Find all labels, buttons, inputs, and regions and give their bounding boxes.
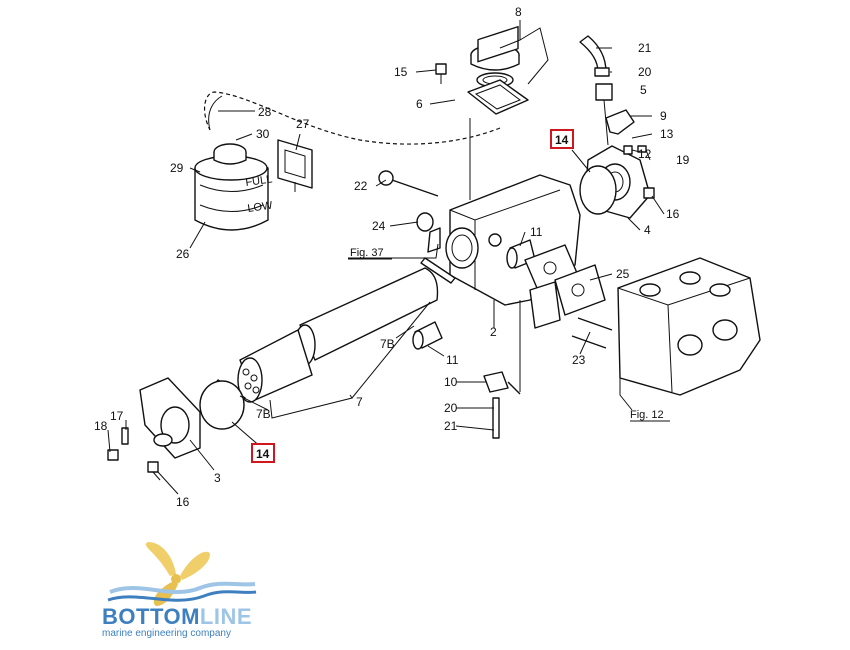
nut-18 bbox=[107, 449, 119, 461]
label-17: 17 bbox=[110, 409, 124, 423]
label-7b-lower: 7B bbox=[256, 407, 271, 421]
stud-bolt-22 bbox=[378, 170, 439, 197]
label-28: 28 bbox=[258, 105, 272, 119]
tank-low-mark: LOW bbox=[247, 200, 274, 215]
bolt-12 bbox=[623, 145, 633, 155]
hose-21-upper bbox=[579, 35, 607, 73]
label-25: 25 bbox=[616, 267, 630, 281]
label-16-left: 16 bbox=[176, 495, 190, 509]
label-26: 26 bbox=[176, 247, 190, 261]
highlight-box-14-right bbox=[550, 129, 574, 149]
label-21-upper: 21 bbox=[638, 41, 652, 55]
highlight-box-14-left bbox=[251, 443, 275, 463]
gasket-14-left bbox=[199, 380, 245, 430]
recovery-tank: FULL LOW bbox=[194, 143, 274, 231]
end-cover bbox=[139, 377, 201, 459]
label-10: 10 bbox=[444, 375, 458, 389]
ref-fig-12: Fig. 12 bbox=[630, 409, 664, 421]
tank-full-mark: FULL bbox=[245, 173, 273, 189]
cylinder-head bbox=[617, 257, 761, 396]
filler-neck-gasket bbox=[467, 79, 529, 115]
overflow-hose bbox=[203, 91, 501, 145]
label-11-upper: 11 bbox=[530, 225, 543, 239]
stud-23-b bbox=[571, 335, 607, 349]
elbow-5 bbox=[595, 83, 613, 101]
bolt-19 bbox=[637, 145, 647, 153]
drain-pipe bbox=[492, 397, 500, 439]
label-13: 13 bbox=[660, 127, 674, 141]
label-11-lower: 11 bbox=[446, 353, 459, 367]
o-ring-7b-upper bbox=[420, 257, 456, 284]
label-14-right: 14 bbox=[555, 133, 569, 147]
wave-icon bbox=[107, 581, 257, 602]
label-3: 3 bbox=[214, 471, 221, 485]
label-8: 8 bbox=[515, 5, 522, 19]
pipe-joint-11-lower bbox=[412, 321, 443, 350]
bolt-17 bbox=[121, 427, 129, 445]
bolt-16-left bbox=[147, 461, 161, 481]
label-5: 5 bbox=[640, 83, 647, 97]
leader-lines bbox=[107, 20, 665, 495]
label-14-left: 14 bbox=[256, 447, 270, 461]
label-18: 18 bbox=[94, 419, 108, 433]
clamp-20-upper bbox=[594, 67, 610, 77]
label-27: 27 bbox=[296, 117, 310, 131]
drain-plug-15 bbox=[435, 63, 447, 84]
label-30: 30 bbox=[256, 127, 270, 141]
elbow-9 bbox=[605, 109, 635, 135]
gasket-14-right bbox=[579, 165, 617, 215]
brand-tagline: marine engineering company bbox=[102, 628, 231, 639]
label-15: 15 bbox=[394, 65, 408, 79]
label-4: 4 bbox=[644, 223, 651, 237]
label-24: 24 bbox=[372, 219, 386, 233]
label-20-lower: 20 bbox=[444, 401, 458, 415]
brand-name-part-a: BOTTOM bbox=[102, 604, 200, 629]
cooling-element bbox=[237, 267, 439, 403]
clamp-fig37 bbox=[427, 227, 441, 253]
elbow-axis bbox=[603, 99, 609, 146]
tank-bracket bbox=[277, 139, 313, 192]
ref-fig-37: Fig. 37 bbox=[350, 247, 384, 259]
bolt-16-right bbox=[643, 187, 655, 199]
label-23: 23 bbox=[572, 353, 586, 367]
label-9: 9 bbox=[660, 109, 667, 123]
brand-name-part-b: LINE bbox=[199, 604, 253, 629]
brand-name: BOTTOMLINE bbox=[102, 604, 252, 630]
gasket-25-plate bbox=[529, 281, 561, 329]
label-7: 7 bbox=[356, 395, 363, 409]
drain-cock bbox=[483, 371, 521, 395]
label-19: 19 bbox=[676, 153, 690, 167]
label-22: 22 bbox=[354, 179, 368, 193]
label-2: 2 bbox=[490, 325, 497, 339]
label-21-lower: 21 bbox=[444, 419, 458, 433]
bottomline-logo bbox=[107, 542, 257, 606]
gasket-25-lower bbox=[554, 264, 606, 316]
label-12: 12 bbox=[638, 147, 652, 161]
stud-23-a bbox=[577, 317, 613, 331]
nut-24 bbox=[416, 212, 434, 232]
tank-hose bbox=[208, 95, 223, 131]
label-7b-upper: 7B bbox=[380, 337, 395, 351]
label-6: 6 bbox=[416, 97, 423, 111]
label-16-right: 16 bbox=[666, 207, 680, 221]
label-20-upper: 20 bbox=[638, 65, 652, 79]
label-29: 29 bbox=[170, 161, 184, 175]
